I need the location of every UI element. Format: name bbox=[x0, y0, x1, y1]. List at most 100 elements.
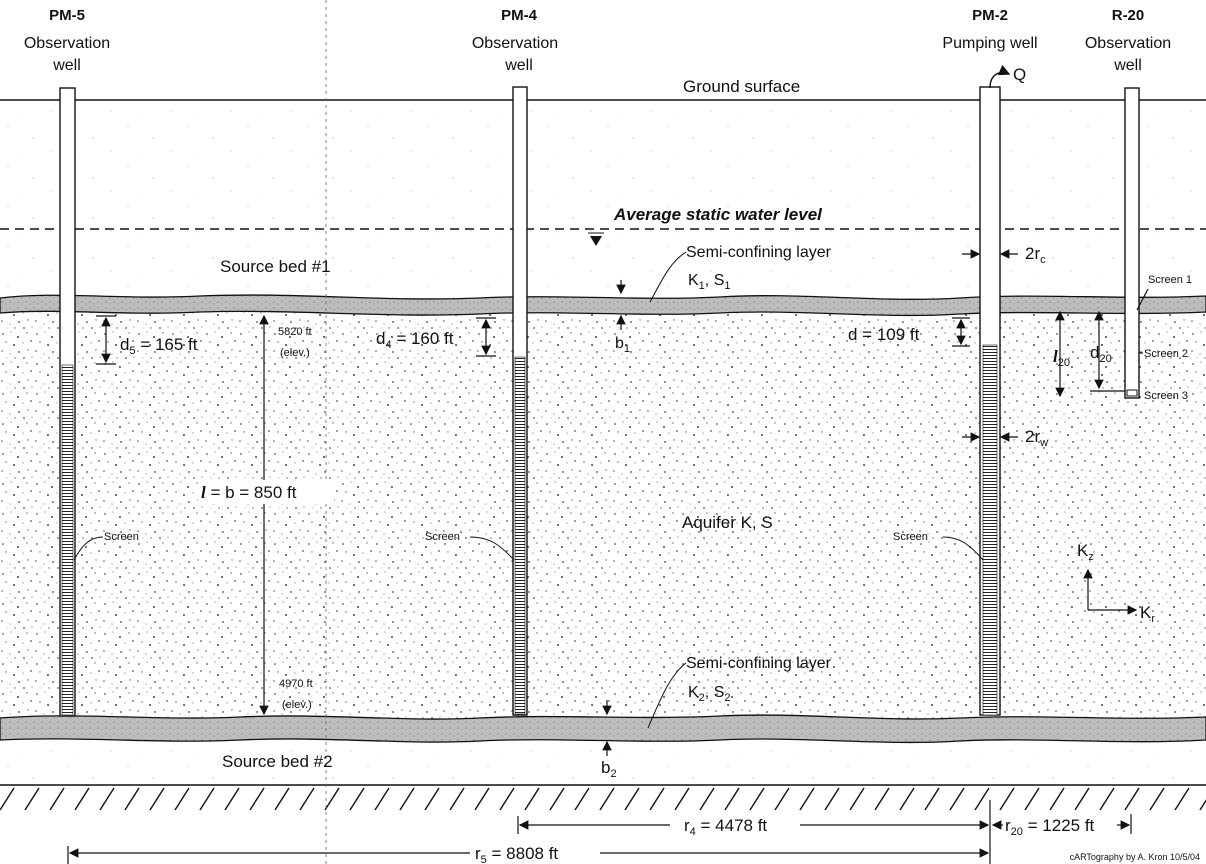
bedrock-hatch-mark bbox=[774, 787, 790, 811]
ground-surface-label: Ground surface bbox=[683, 77, 800, 96]
screen-leader-pm-4 bbox=[469, 536, 515, 561]
rw-label: 2rw bbox=[1025, 427, 1048, 449]
static-water-level-label: Average static water level bbox=[613, 205, 823, 224]
bedrock-hatch-mark bbox=[1124, 787, 1140, 811]
bedrock-hatch-mark bbox=[1074, 787, 1090, 811]
screen-3-label: Screen 3 bbox=[1144, 390, 1188, 402]
lower-semi-confining-layer bbox=[0, 714, 1206, 744]
bedrock-hatch-mark bbox=[299, 787, 315, 811]
k1-symbol: K1, S1 bbox=[688, 272, 730, 292]
bedrock-hatch-mark bbox=[824, 787, 840, 811]
screen-leader-pm-2 bbox=[942, 536, 984, 561]
bedrock-hatch-mark bbox=[474, 787, 490, 811]
bedrock-hatch-mark bbox=[449, 787, 465, 811]
semi-confining-top-leader bbox=[649, 251, 687, 303]
well-r-20 bbox=[1124, 87, 1140, 399]
k2-symbol: K2, S2 bbox=[688, 684, 730, 704]
semi-confining-bottom-leader bbox=[647, 662, 687, 729]
screen-label-pm-5: Screen bbox=[104, 531, 139, 543]
well-screen-pm-4 bbox=[514, 356, 526, 715]
bedrock-hatch-mark bbox=[374, 787, 390, 811]
semi-confining-bottom-label: Semi-confining layer bbox=[686, 655, 832, 672]
well-name-pm-5: PM-5 bbox=[49, 7, 85, 24]
r5-label: r5 = 8808 ft bbox=[475, 844, 558, 864]
bedrock-hatch-mark bbox=[999, 787, 1015, 811]
screen-label-pm-4: Screen bbox=[425, 531, 460, 543]
bedrock-hatch-mark bbox=[549, 787, 565, 811]
bedrock-hatch-mark bbox=[1149, 787, 1165, 811]
bedrock-hatch-mark bbox=[724, 787, 740, 811]
well-role-pm-5: Observation bbox=[24, 35, 110, 52]
bedrock-hatch-mark bbox=[424, 787, 440, 811]
bedrock-hatch-mark bbox=[324, 787, 340, 811]
bedrock-hatch-mark bbox=[1024, 787, 1040, 811]
l20-label: l20 bbox=[1053, 347, 1070, 369]
well-pm-4 bbox=[512, 86, 528, 716]
r20-label: r20 = 1225 ft bbox=[1005, 816, 1095, 838]
elev-top-note: (elev.) bbox=[280, 347, 310, 359]
bedrock-hatch-mark bbox=[699, 787, 715, 811]
bedrock-hatch-mark bbox=[174, 787, 190, 811]
thickness-label: l = b = 850 ft bbox=[201, 483, 297, 502]
aquifer-label: Aquifer K, S bbox=[682, 513, 773, 532]
screen-leader-pm-5 bbox=[73, 536, 104, 561]
bedrock-hatch-mark bbox=[1049, 787, 1065, 811]
well-role-pm-2: Pumping well bbox=[942, 35, 1037, 52]
well-name-pm-2: PM-2 bbox=[972, 7, 1008, 24]
bedrock-hatch-mark bbox=[0, 787, 15, 811]
source-bed-2-label: Source bed #2 bbox=[222, 752, 333, 771]
water-table-symbol bbox=[590, 236, 602, 246]
well-name-pm-4: PM-4 bbox=[501, 7, 537, 24]
well-bottom-r-20 bbox=[1126, 389, 1138, 397]
bedrock-hatch-mark bbox=[49, 787, 65, 811]
bedrock-hatch-mark bbox=[599, 787, 615, 811]
bedrock-hatch-mark bbox=[749, 787, 765, 811]
bedrock-hatch-mark bbox=[99, 787, 115, 811]
well-screen-pm-5 bbox=[61, 364, 74, 716]
bedrock-hatch-mark bbox=[974, 787, 990, 811]
kr-label: Kr bbox=[1140, 603, 1155, 625]
bedrock-hatch-mark bbox=[949, 787, 965, 811]
well-role-r-20: Observation bbox=[1085, 35, 1171, 52]
bedrock-hatch-mark bbox=[24, 787, 40, 811]
bedrock-hatch-mark bbox=[849, 787, 865, 811]
bedrock-hatch-mark bbox=[674, 787, 690, 811]
bedrock-hatch-mark bbox=[499, 787, 515, 811]
bedrock-hatch-mark bbox=[224, 787, 240, 811]
d20-label: d20 bbox=[1090, 343, 1112, 365]
bedrock-hatch-mark bbox=[1099, 787, 1115, 811]
well-role-pm-4: Observation bbox=[472, 35, 558, 52]
well-role2-pm-5: well bbox=[52, 57, 81, 74]
bedrock-hatch-mark bbox=[574, 787, 590, 811]
well-role2-pm-4: well bbox=[504, 57, 533, 74]
d-label: d = 109 ft bbox=[848, 325, 920, 344]
thickness-label-bg bbox=[198, 480, 334, 504]
aquifer-body bbox=[0, 305, 1206, 725]
elev-top-label: 5820 ft bbox=[278, 326, 312, 338]
well-name-r-20: R-20 bbox=[1112, 7, 1145, 24]
bedrock-hatch-mark bbox=[874, 787, 890, 811]
bedrock-hatch-mark bbox=[249, 787, 265, 811]
upper-semi-confining-layer bbox=[0, 294, 1206, 317]
bedrock-hatch-mark bbox=[349, 787, 365, 811]
unsaturated-zone bbox=[0, 100, 1206, 300]
d5-label: d5 = 165 ft bbox=[120, 335, 198, 357]
source-bed-1-label: Source bed #1 bbox=[220, 257, 331, 276]
bedrock-hatch-mark bbox=[524, 787, 540, 811]
discharge-label: Q bbox=[1013, 65, 1026, 84]
well-pm-5 bbox=[59, 87, 76, 717]
r4-label: r4 = 4478 ft bbox=[684, 816, 767, 838]
bedrock-hatch-mark bbox=[624, 787, 640, 811]
elev-bottom-label: 4970 ft bbox=[279, 678, 313, 690]
bedrock-hatch-mark bbox=[274, 787, 290, 811]
b2-label: b2 bbox=[601, 758, 617, 780]
bedrock-hatch-mark bbox=[149, 787, 165, 811]
bedrock-hatch-mark bbox=[924, 787, 940, 811]
screen-label-pm-2: Screen bbox=[893, 531, 928, 543]
bedrock-hatch-mark bbox=[649, 787, 665, 811]
b1-label: b1 bbox=[615, 335, 630, 355]
screen-2-label: Screen 2 bbox=[1144, 348, 1188, 360]
well-screen-pm-2 bbox=[982, 344, 998, 716]
well-casing-r-20 bbox=[1124, 87, 1140, 399]
